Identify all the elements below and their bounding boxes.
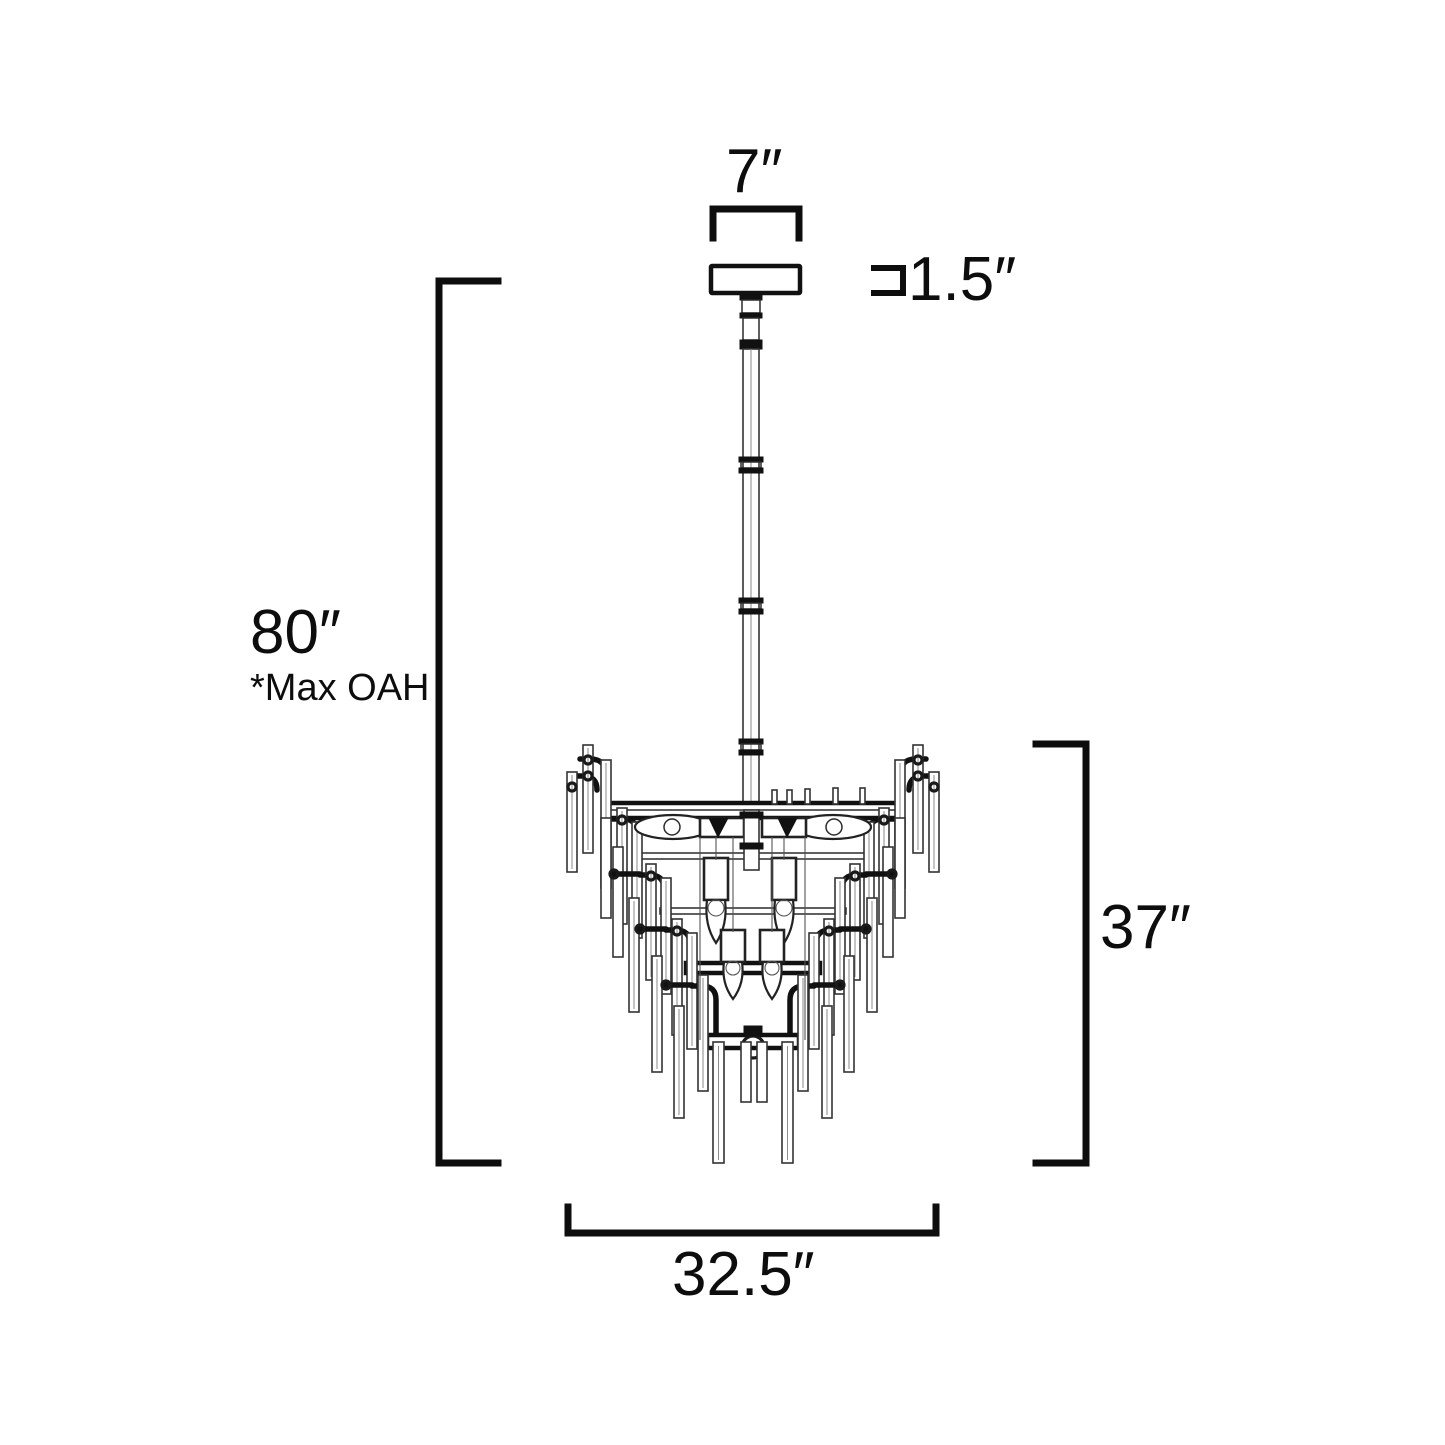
peripheral-rods: [612, 846, 894, 1119]
tier-3-rods-right: [834, 863, 861, 995]
downrod-joint: [738, 456, 764, 474]
center-support-wires: [699, 837, 806, 1040]
tier-4-frame: [663, 918, 843, 1050]
canopy-width-label: 7″: [726, 137, 782, 206]
canopy-collar: [739, 292, 763, 350]
canopy-thickness-marker: [871, 265, 906, 296]
width-label: 32.5″: [672, 1240, 815, 1309]
cross-arm-connectors: [608, 868, 898, 991]
overall-height-note: *Max OAH: [250, 667, 429, 709]
canopy-width-bracket: [709, 205, 803, 242]
overall-height-dimension: [435, 277, 502, 1167]
lamp-bulbs-lower: [719, 928, 786, 1001]
tier-3-rods-left: [645, 863, 672, 995]
chandelier-fixture: [566, 263, 940, 1164]
lamp-sockets-upper: [633, 813, 873, 841]
overall-height-bracket: [435, 277, 502, 1167]
downrod-joint: [738, 597, 764, 615]
tier-1-top-pins: [771, 787, 866, 805]
center-stem-lower: [743, 809, 760, 871]
ceiling-canopy: [708, 263, 803, 296]
downrod: [738, 348, 764, 811]
tier-3-frame: [637, 863, 869, 995]
body-height-bracket: [1032, 740, 1090, 1167]
width-bracket: [564, 1203, 940, 1237]
lamp-bulbs-middle: [702, 856, 798, 945]
body-height-dimension: [1032, 740, 1090, 1167]
body-height-label: 37″: [1100, 893, 1191, 962]
canopy-height-label: 1.5″: [908, 245, 1016, 314]
downrod-joint: [738, 738, 764, 756]
width-dimension: [564, 1203, 940, 1237]
tier-5-rods: [697, 974, 809, 1164]
tier-1-collars: [566, 754, 940, 793]
tier-5-frame: [689, 974, 817, 1164]
canopy-width-dimension: [709, 205, 803, 242]
canopy-thickness-bracket: [871, 265, 906, 296]
overall-height-label: 80″: [250, 598, 341, 667]
